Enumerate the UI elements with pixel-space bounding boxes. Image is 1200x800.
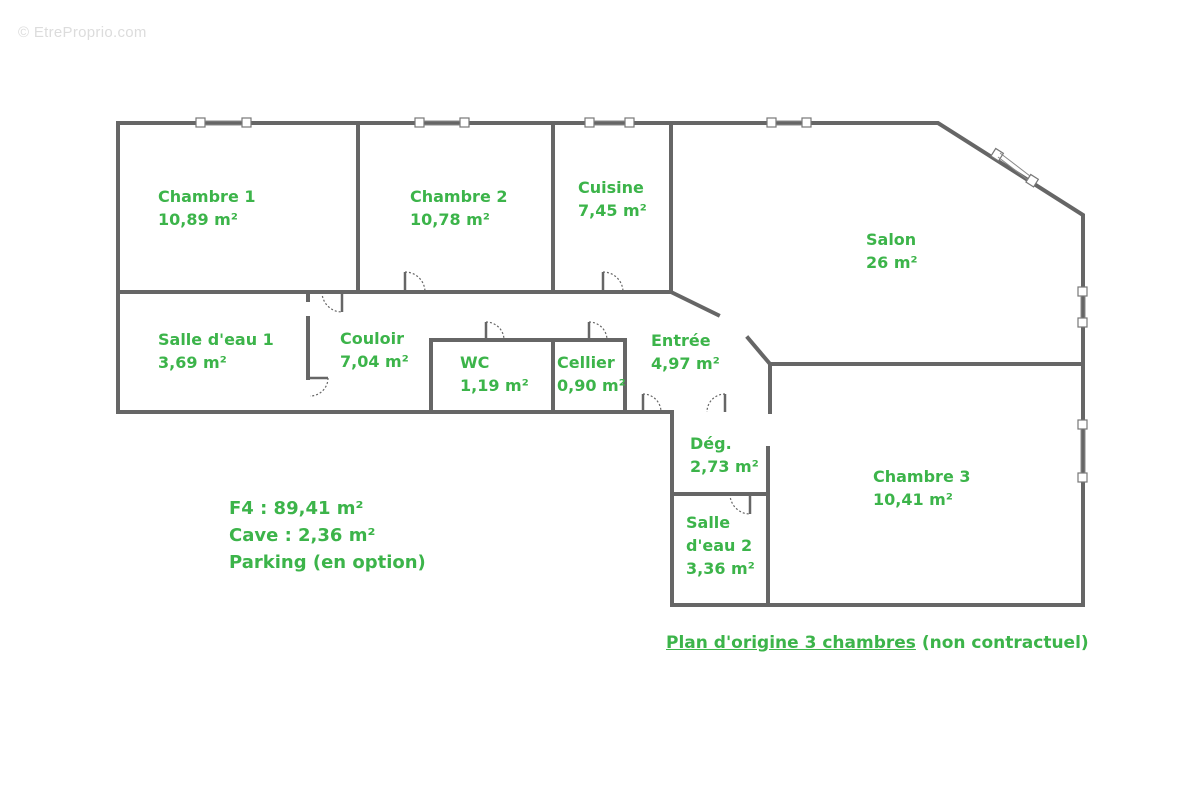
room-label-cellier: Cellier 0,90 m² xyxy=(557,351,626,397)
room-area: 0,90 m² xyxy=(557,376,626,395)
door xyxy=(729,493,752,515)
room-area: 7,45 m² xyxy=(578,201,647,220)
room-label-salle-eau-1: Salle d'eau 1 3,69 m² xyxy=(158,328,274,374)
wall-entree-chambre3 xyxy=(745,335,772,414)
room-area: 26 m² xyxy=(866,253,918,272)
room-label-salon: Salon 26 m² xyxy=(866,228,918,274)
room-name: Dég. xyxy=(690,434,732,453)
window xyxy=(584,117,635,128)
room-name: Entrée xyxy=(651,331,711,350)
room-area: 2,73 m² xyxy=(690,457,759,476)
room-name: Chambre 2 xyxy=(410,187,508,206)
window xyxy=(1077,419,1088,483)
room-area: 10,89 m² xyxy=(158,210,238,229)
room-name: Chambre 1 xyxy=(158,187,256,206)
wall-entree-salon xyxy=(668,289,721,318)
door xyxy=(601,271,624,293)
plan-caption-note: (non contractuel) xyxy=(921,633,1089,653)
room-name: Cuisine xyxy=(578,178,644,197)
window xyxy=(990,147,1040,188)
property-summary: F4 : 89,41 m² Cave : 2,36 m² Parking (en… xyxy=(229,495,426,576)
room-name: Salle xyxy=(686,513,731,532)
room-label-wc: WC 1,19 m² xyxy=(460,351,529,397)
room-area: 10,78 m² xyxy=(410,210,490,229)
door xyxy=(484,321,505,341)
parking-note: Parking (en option) xyxy=(229,552,426,573)
window xyxy=(195,117,252,128)
room-area: 1,19 m² xyxy=(460,376,529,395)
total-area: F4 : 89,41 m² xyxy=(229,498,364,519)
door xyxy=(321,291,344,313)
room-area: 3,36 m² xyxy=(686,559,755,578)
room-area: 7,04 m² xyxy=(340,352,409,371)
outer-wall xyxy=(116,121,1085,607)
room-name: Cellier xyxy=(557,353,615,372)
room-label-cuisine: Cuisine 7,45 m² xyxy=(578,176,647,222)
watermark: © EtreProprio.com xyxy=(18,24,147,41)
door xyxy=(706,393,727,413)
room-area: 4,97 m² xyxy=(651,354,720,373)
room-label-degagement: Dég. 2,73 m² xyxy=(690,432,759,478)
plan-caption: Plan d'origine 3 chambres (non contractu… xyxy=(666,633,1089,653)
room-label-couloir: Couloir 7,04 m² xyxy=(340,327,409,373)
window xyxy=(766,117,812,128)
room-area: 10,41 m² xyxy=(873,490,953,509)
room-label-entree: Entrée 4,97 m² xyxy=(651,329,720,375)
room-name: Chambre 3 xyxy=(873,467,971,486)
door xyxy=(587,321,608,341)
window xyxy=(1077,286,1088,328)
window xyxy=(414,117,470,128)
room-name: Couloir xyxy=(340,329,404,348)
room-name: Salon xyxy=(866,230,917,249)
room-name-line2: d'eau 2 xyxy=(686,536,753,555)
door xyxy=(403,271,426,293)
room-label-chambre-3: Chambre 3 10,41 m² xyxy=(873,465,971,511)
wall-wc-cellier-block xyxy=(429,338,627,414)
plan-caption-title: Plan d'origine 3 chambres xyxy=(666,633,916,653)
cave-area: Cave : 2,36 m² xyxy=(229,525,376,546)
door xyxy=(309,376,329,397)
room-area: 3,69 m² xyxy=(158,353,227,372)
room-label-chambre-2: Chambre 2 10,78 m² xyxy=(410,185,508,231)
room-label-chambre-1: Chambre 1 10,89 m² xyxy=(158,185,256,231)
door xyxy=(641,393,662,413)
room-name: WC xyxy=(460,353,490,372)
room-name: Salle d'eau 1 xyxy=(158,330,274,349)
room-label-salle-eau-2: Salle d'eau 2 3,36 m² xyxy=(686,511,755,580)
